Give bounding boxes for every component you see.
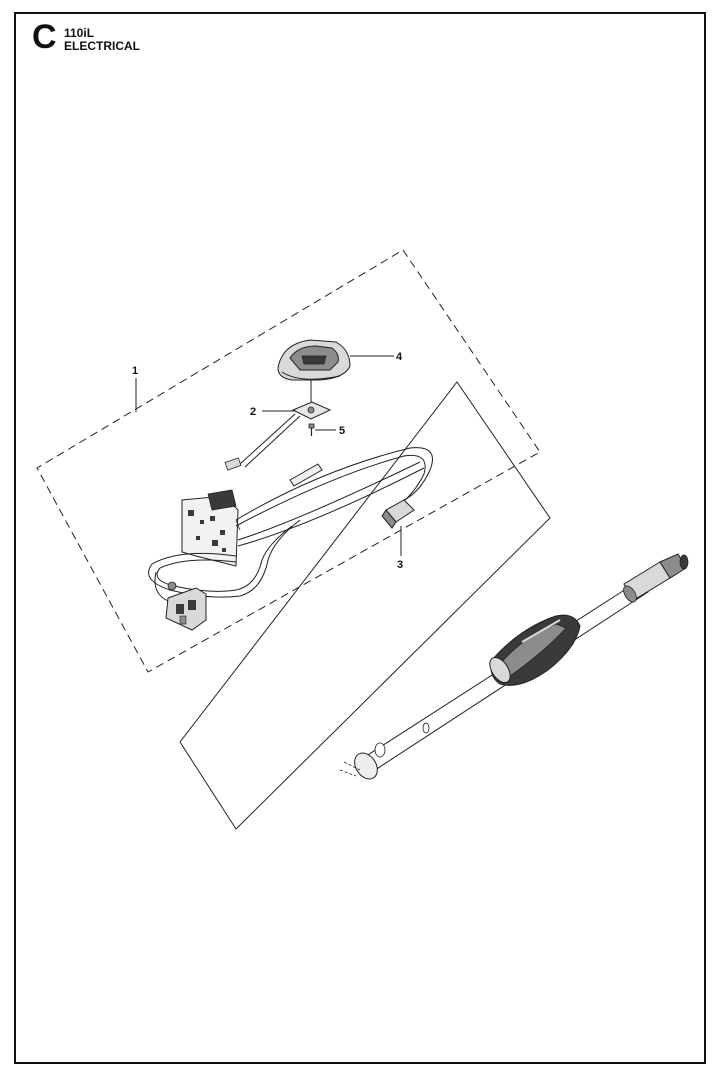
callout-3: 3 [397, 559, 403, 571]
bracket-plate-part [291, 380, 332, 420]
page-frame [14, 12, 706, 1064]
circuit-board-part [181, 489, 241, 567]
kit-boundary-dashed [36, 249, 541, 673]
callout-5: 5 [339, 425, 345, 437]
header-block: 110iL ELECTRICAL [64, 27, 140, 53]
connector-end-part [381, 499, 415, 529]
callout-2: 2 [250, 406, 256, 418]
screw-part [308, 423, 315, 436]
callout-leaders [135, 355, 402, 556]
callout-4: 4 [396, 351, 403, 363]
model-name: 110iL [64, 26, 95, 40]
shaft-end-fitting [623, 553, 689, 603]
wiring-harness [148, 447, 433, 605]
battery-terminal-part [165, 581, 207, 631]
control-panel-part [277, 339, 351, 381]
callout-1: 1 [132, 365, 138, 377]
connector-strip [289, 463, 323, 487]
section-letter: C [32, 18, 57, 56]
ribbon-cable [224, 413, 301, 471]
shaft-section-outline [179, 381, 551, 830]
shaft-tube-part [339, 579, 649, 780]
grip-handle-part [489, 614, 581, 686]
diagram-title: ELECTRICAL [64, 39, 140, 53]
